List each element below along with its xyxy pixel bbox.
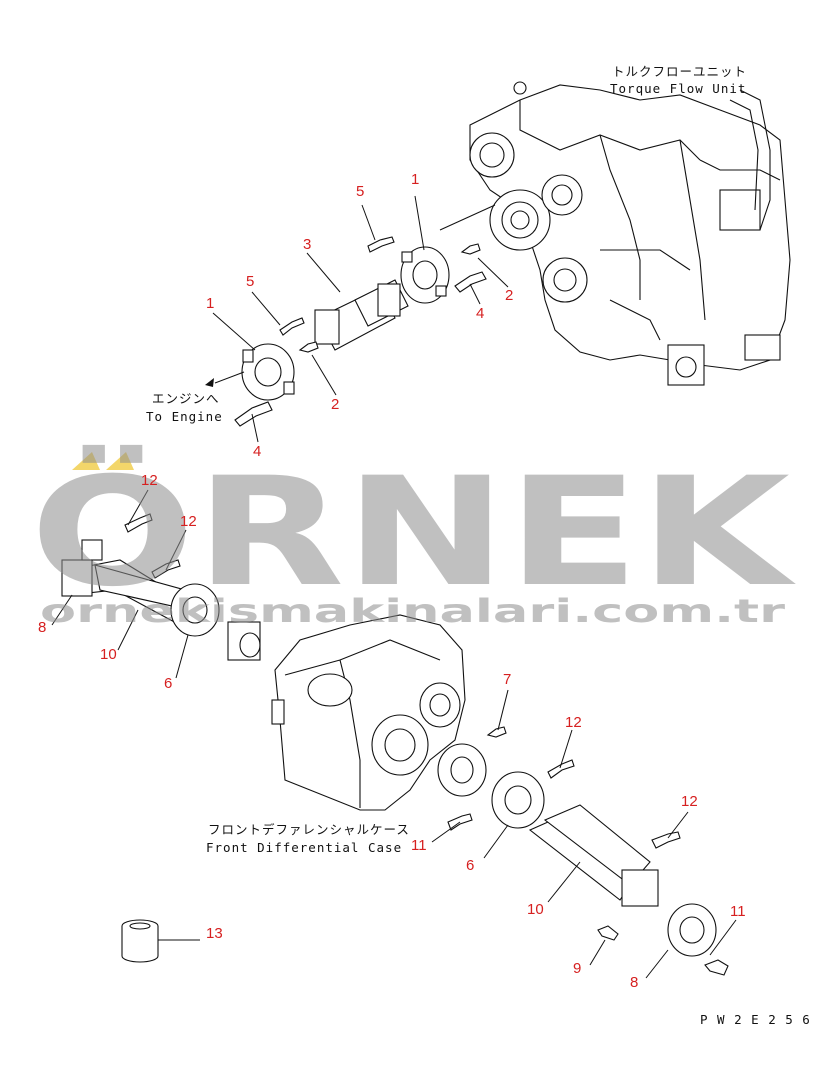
front-diff-case-label-en: Front Differential Case — [206, 840, 402, 855]
callout: 12 — [565, 714, 582, 731]
front-differential-case — [271, 614, 466, 811]
callout: 3 — [303, 236, 311, 253]
drawing-code: P W 2 E 2 5 6 — [700, 1012, 811, 1027]
callout: 5 — [356, 183, 364, 200]
callout: 8 — [38, 619, 46, 636]
bushing-part-13 — [121, 919, 200, 963]
callout: 5 — [246, 273, 254, 290]
callout: 1 — [411, 171, 419, 188]
watermark-logo: ÖRNEK — [30, 444, 796, 620]
callout: 2 — [331, 396, 339, 413]
watermark-dot-right — [106, 452, 134, 470]
callout: 2 — [505, 287, 513, 304]
callout: 4 — [253, 443, 261, 460]
callout: 4 — [476, 305, 484, 322]
callout: 12 — [141, 472, 158, 489]
watermark-dot-left — [72, 452, 100, 470]
watermark-url: ornekismakinalari.com.tr — [40, 592, 785, 630]
callout: 6 — [164, 675, 172, 692]
callout-numbers: 1 2 3 4 5 1 2 4 5 12 12 8 10 6 7 12 11 6… — [38, 171, 746, 991]
callout: 10 — [100, 646, 117, 663]
torque-flow-unit-label-en: Torque Flow Unit — [610, 81, 746, 96]
to-engine-label-en: To Engine — [146, 409, 223, 424]
callout: 8 — [630, 974, 638, 991]
labels: トルクフローユニット Torque Flow Unit エンジンへ To Eng… — [146, 64, 811, 1027]
callout: 9 — [573, 960, 581, 977]
torque-flow-unit — [469, 81, 791, 386]
callout: 1 — [206, 295, 214, 312]
lower-drive-shaft — [431, 689, 737, 979]
callout: 10 — [527, 901, 544, 918]
callout: 12 — [681, 793, 698, 810]
to-engine-label-jp: エンジンへ — [152, 391, 220, 406]
torque-flow-unit-label-jp: トルクフローユニット — [612, 64, 747, 79]
watermark: ÖRNEK ornekismakinalari.com.tr — [30, 444, 796, 630]
callout: 7 — [503, 671, 511, 688]
callout: 11 — [730, 903, 746, 920]
front-diff-case-label-jp: フロントデファレンシャルケース — [208, 822, 410, 837]
callout: 11 — [411, 837, 427, 854]
callout: 12 — [180, 513, 197, 530]
middle-drive-shaft — [51, 489, 261, 679]
callout: 13 — [206, 925, 223, 942]
upper-drive-shaft — [205, 195, 509, 443]
callout: 6 — [466, 857, 474, 874]
